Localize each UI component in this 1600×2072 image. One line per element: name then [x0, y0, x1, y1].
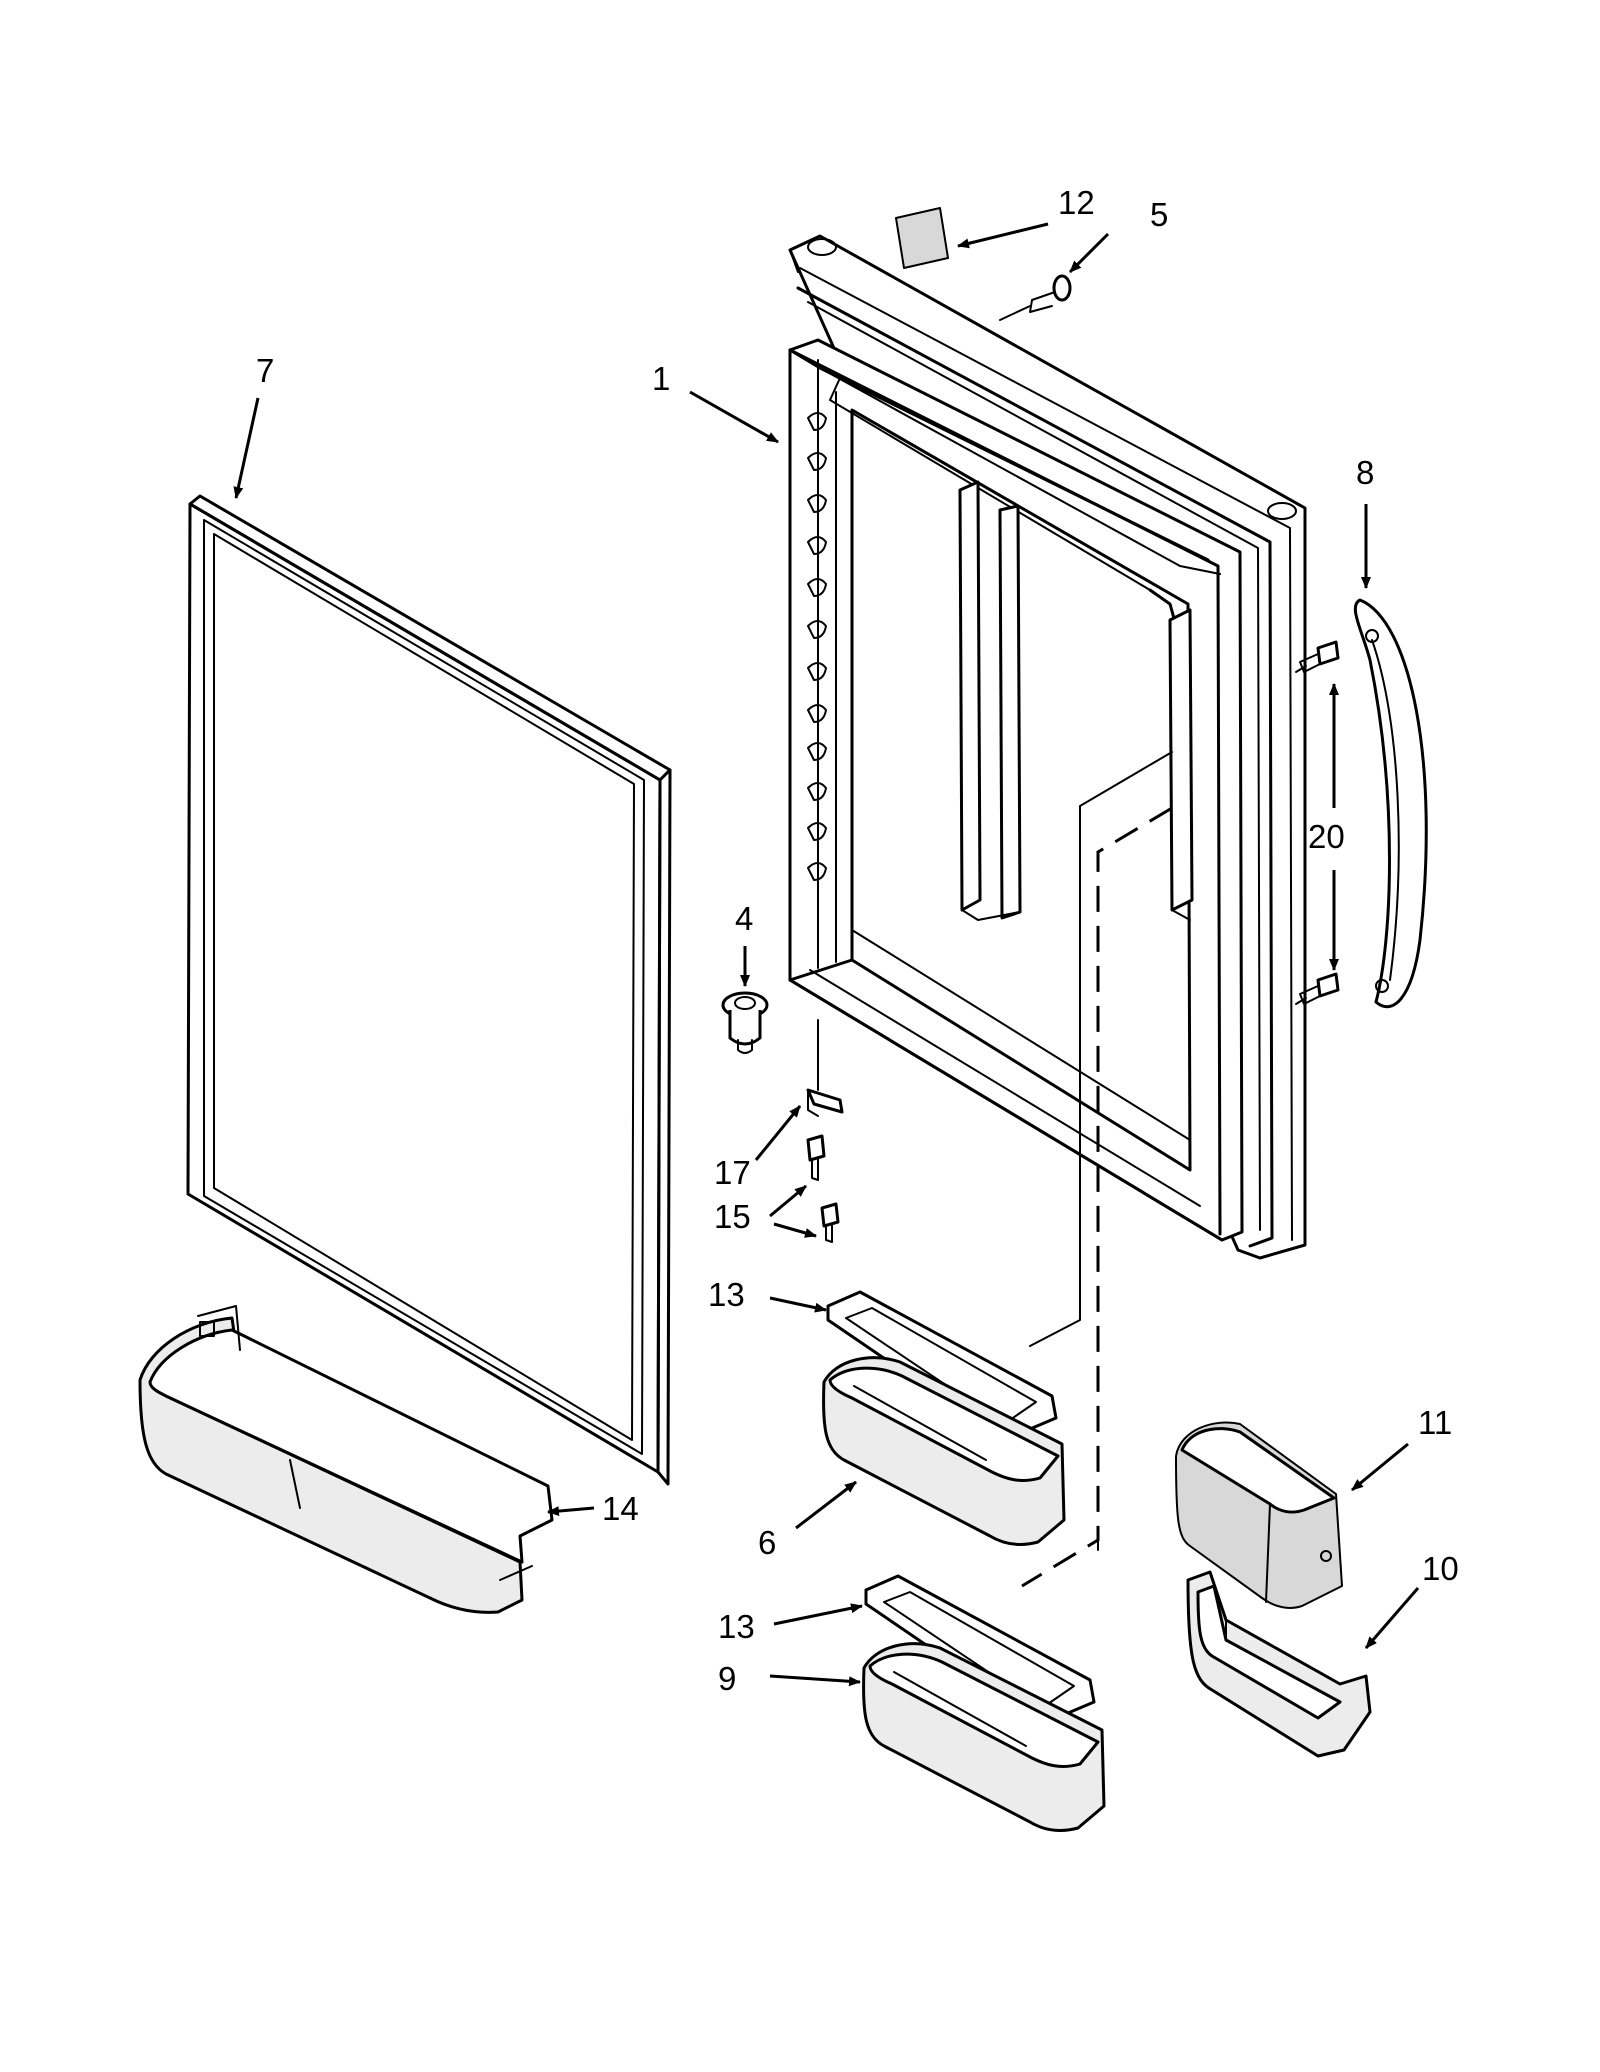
arrow-1 — [689, 390, 779, 444]
arrow-8 — [233, 397, 260, 499]
arrow-13-upper — [769, 1296, 827, 1313]
hinge-screw — [999, 274, 1072, 321]
bracket-screws — [806, 1134, 840, 1243]
dairy-bin — [1186, 1570, 1372, 1758]
hinge-bushing — [721, 991, 769, 1054]
callout-20: 20 — [1308, 818, 1345, 855]
handle-screws — [1295, 640, 1340, 1005]
callout-11: 11 — [1418, 1404, 1452, 1441]
dairy-door — [1175, 1421, 1343, 1609]
arrow-11 — [1351, 1442, 1409, 1492]
callout-arrows — [233, 222, 1420, 1687]
door-handle — [1353, 598, 1428, 1009]
callout-6: 5 — [1150, 196, 1168, 233]
arrow-6 — [1068, 232, 1110, 274]
arrow-5 — [795, 1480, 857, 1530]
leader-lines — [1021, 751, 1173, 1588]
arrow-12 — [957, 222, 1049, 249]
bottom-door-bin — [138, 1305, 554, 1614]
arrow-10 — [769, 1674, 861, 1687]
callout-13-lower: 13 — [718, 1608, 755, 1645]
arrow-7 — [1364, 1587, 1420, 1649]
shelf-retainers — [807, 412, 827, 881]
arrow-17 — [754, 1105, 802, 1161]
callout-15: 15 — [714, 1198, 751, 1235]
callout-7: 10 — [1422, 1550, 1459, 1587]
arrow-15-b — [773, 1222, 817, 1238]
callout-1: 1 — [652, 360, 670, 397]
callout-10: 9 — [718, 1660, 736, 1697]
callout-12: 12 — [1058, 184, 1095, 221]
hinge-bracket — [806, 1019, 844, 1117]
callout-13-upper: 13 — [708, 1276, 745, 1313]
callout-labels: 12 5 1 7 8 20 4 17 15 13 6 13 9 14 11 10 — [256, 184, 1459, 1697]
door-gasket — [186, 494, 672, 1486]
callout-4: 4 — [735, 900, 753, 937]
callout-9: 8 — [1356, 454, 1374, 491]
arrow-13-lower — [773, 1603, 863, 1626]
callout-14: 14 — [602, 1490, 639, 1527]
label-plate — [895, 207, 949, 269]
door-bin-lower — [862, 1642, 1106, 1832]
door-bin-upper — [822, 1356, 1066, 1546]
arrow-14 — [547, 1506, 595, 1517]
callout-17: 17 — [714, 1154, 751, 1191]
door-liner — [788, 234, 1307, 1260]
callout-8: 7 — [256, 352, 274, 389]
arrow-15-a — [769, 1184, 807, 1218]
callout-5: 6 — [758, 1524, 776, 1561]
